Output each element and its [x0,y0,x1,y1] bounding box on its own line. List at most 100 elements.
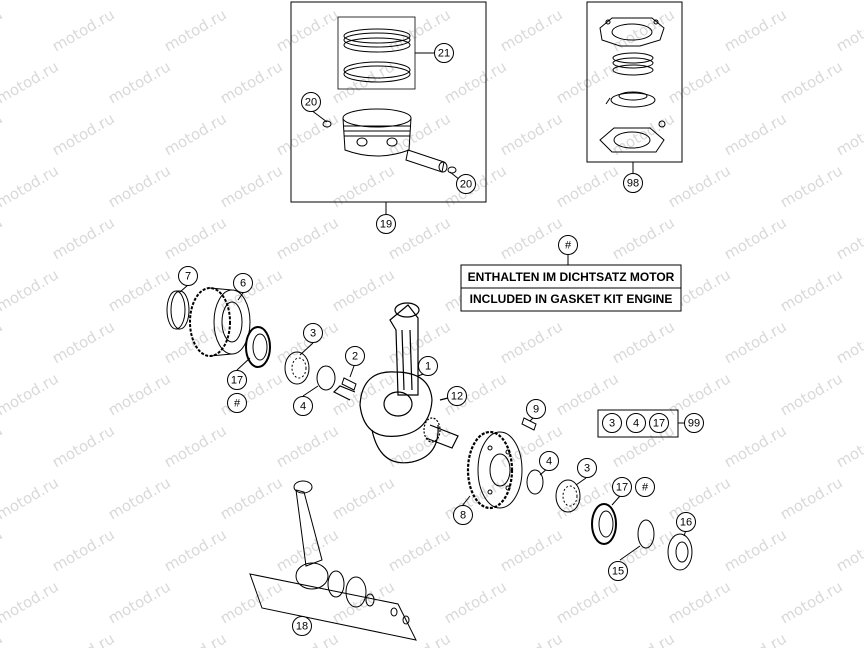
watermark-text: motod.ru [609,629,678,648]
watermark-text: motod.ru [105,369,174,419]
callout-number: # [642,482,649,494]
callout-circle [447,386,467,406]
piston-rings [337,16,416,90]
callout-c18: 18 [292,616,312,636]
watermark-text: motod.ru [329,57,398,107]
watermark-text: motod.ru [497,525,566,575]
watermark-text: motod.ru [161,525,230,575]
callout-c1: 1 [418,356,438,376]
callout-circle [577,458,597,478]
watermark-text: motod.ru [0,161,62,211]
watermark-text: motod.ru [777,161,846,211]
callout-number: 18 [296,621,308,633]
callout-c17b: 17 [612,477,632,497]
watermark-text: motod.ru [273,213,342,263]
callout-kit_17: 17 [649,413,669,433]
callout-number: 1 [425,361,431,373]
callout-number: 4 [300,401,306,413]
watermark-text: motod.ru [49,5,118,55]
watermark-text: motod.ru [0,5,6,55]
watermark-text: motod.ru [217,161,286,211]
callout-number: 17 [231,375,243,387]
legend: ENTHALTEN IM DICHTSATZ MOTOR INCLUDED IN… [460,254,682,312]
circlip-right [447,166,457,174]
callout-circle [376,214,396,234]
watermark-text: motod.ru [721,317,790,367]
watermark-text: motod.ru [497,317,566,367]
piston-group [290,1,487,216]
watermark-text: motod.ru [441,473,510,523]
callout-c19: 19 [376,214,396,234]
callout-kit_3: 3 [602,413,622,433]
watermark-text: motod.ru [329,265,398,315]
watermark-text: motod.ru [721,5,790,55]
watermark-text: motod.ru [833,421,864,471]
callout-circle [608,561,628,581]
watermark-text: motod.ru [833,317,864,367]
watermark-text: motod.ru [49,213,118,263]
watermark-text: motod.ru [161,109,230,159]
watermark-text: motod.ru [777,0,846,3]
callout-number: 20 [305,97,317,109]
callout-circle [418,356,438,376]
watermark-text: motod.ru [161,5,230,55]
watermark-text: motod.ru [49,317,118,367]
watermark-text: motod.ru [0,577,62,627]
watermark-text: motod.ru [49,109,118,159]
callout-c2: 2 [345,346,365,366]
watermark-text: motod.ru [217,473,286,523]
gasket-kit-box [586,1,683,163]
watermark-text: motod.ru [0,265,62,315]
thrust-washer-4 [316,365,336,391]
watermark-text: motod.ru [497,109,566,159]
woodruff-key-2 [341,377,357,391]
callout-number: 6 [240,278,246,290]
callout-number: # [234,398,241,410]
cylinder-base-gasket [599,127,665,153]
callout-c12: 12 [447,386,467,406]
watermark-text: motod.ru [833,213,864,263]
callout-circle [602,413,622,433]
callout-number: 99 [688,418,700,430]
watermark-text: motod.ru [161,421,230,471]
callout-number: 17 [653,418,665,430]
callout-number: 4 [633,418,639,430]
callout-number: 17 [616,482,628,494]
watermark-text: motod.ru [833,525,864,575]
thrust-washer-4b [526,469,544,495]
watermark-text: motod.ru [609,5,678,55]
callout-circle [227,370,247,390]
watermark-text: motod.ru [217,369,286,419]
callout-number: 3 [584,463,590,475]
callout-c7: 7 [178,266,198,286]
watermark-text: motod.ru [721,421,790,471]
callout-number: 20 [460,179,472,191]
watermark-text: motod.ru [665,473,734,523]
watermark-text: motod.ru [497,629,566,648]
callout-number: 98 [627,178,639,190]
callout-circle [526,399,546,419]
watermark-text: motod.ru [49,421,118,471]
watermark-text: motod.ru [105,577,174,627]
watermark-text: motod.ru [385,421,454,471]
callout-c3a: 3 [303,323,323,343]
right-side-parts [461,415,693,571]
callout-circle [453,505,473,525]
callout-number: 19 [380,219,392,231]
timing-gear-8 [461,430,523,510]
watermark-text: motod.ru [161,629,230,648]
watermark-text: motod.ru [833,629,864,648]
main-bearing-3 [284,351,310,385]
watermark-text: motod.ru [721,109,790,159]
watermark-text: motod.ru [385,109,454,159]
watermark-text: motod.ru [385,629,454,648]
watermark-text: motod.ru [441,57,510,107]
callout-circle [178,266,198,286]
callout-circle [303,323,323,343]
callout-circle [434,43,454,63]
watermark-text: motod.ru [497,5,566,55]
watermark-text: motod.ru [105,57,174,107]
watermark-text: motod.ru [497,213,566,263]
watermark-text: motod.ru [777,577,846,627]
